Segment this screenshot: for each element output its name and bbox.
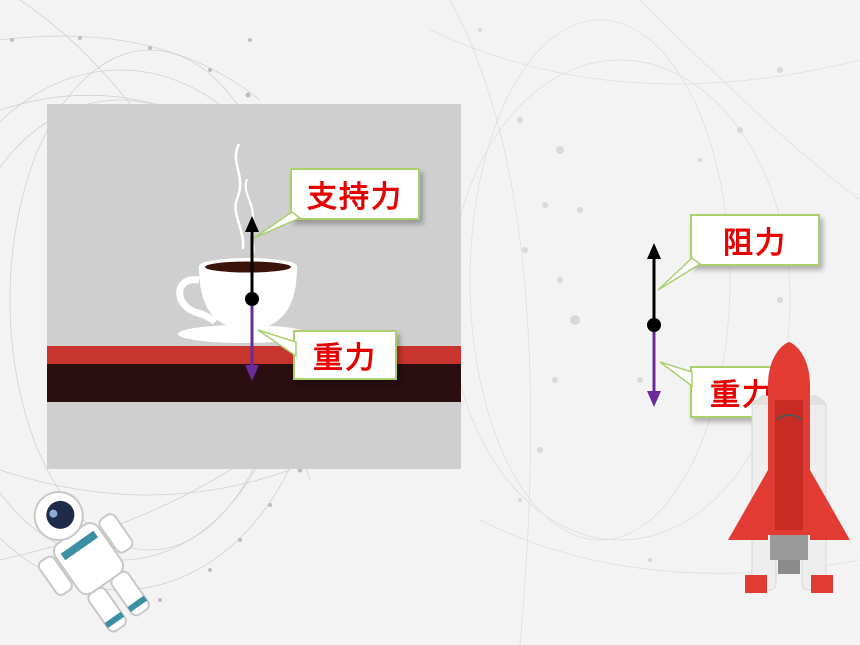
rocket-gravity-label: 重力 [690, 366, 794, 418]
support-force-label: 支持力 [290, 168, 420, 220]
cup-gravity-label: 重力 [293, 330, 397, 380]
resistance-label: 阻力 [690, 214, 820, 266]
coffee-cup-illustration [47, 143, 461, 402]
coffee-cup-panel [47, 104, 461, 469]
